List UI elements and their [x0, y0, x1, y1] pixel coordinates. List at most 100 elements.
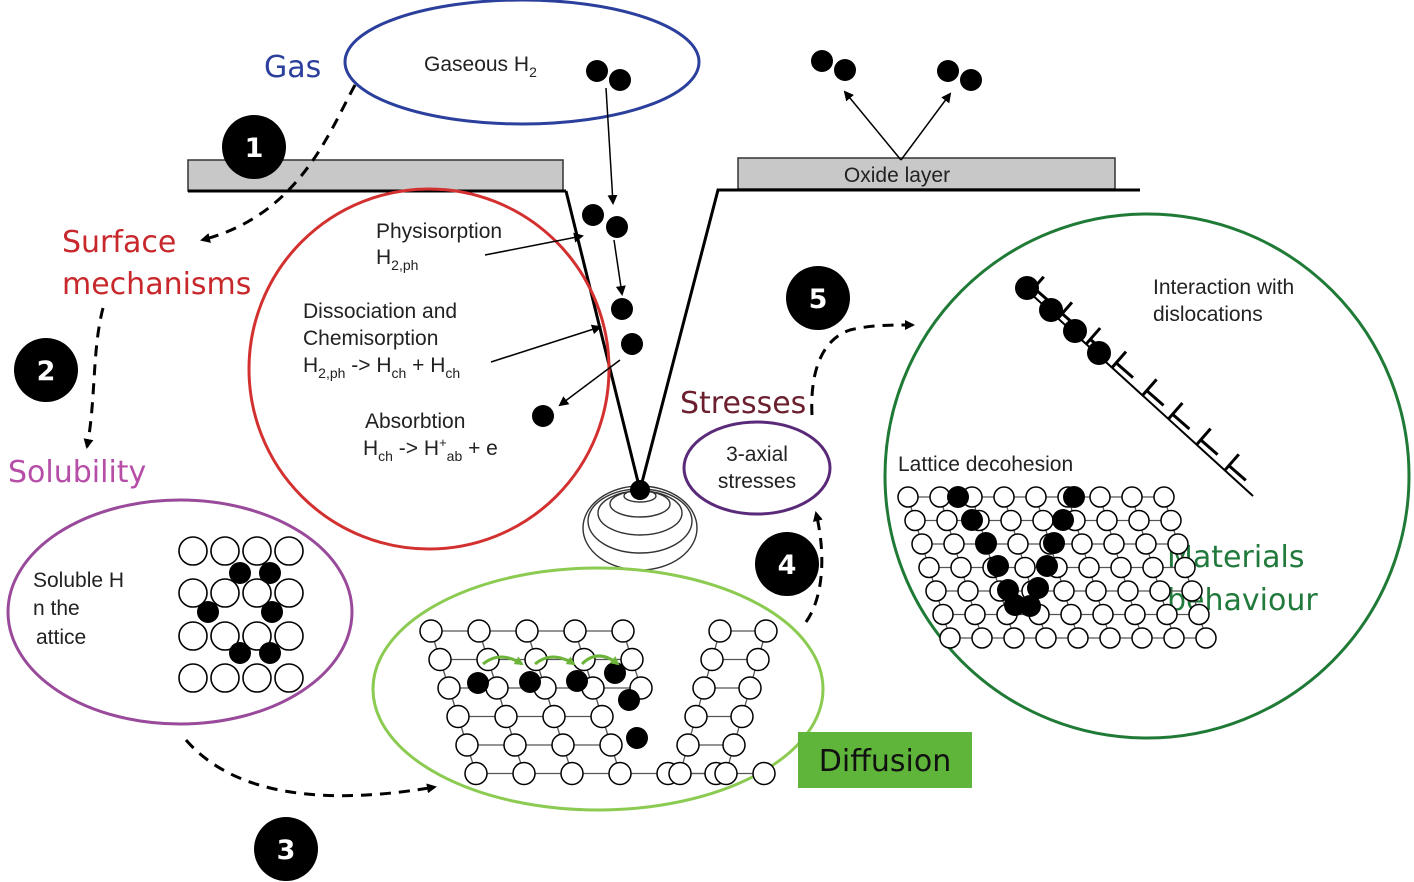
- interstitial-h-atom: [197, 601, 219, 623]
- lattice-atom: [722, 733, 746, 757]
- materials-behaviour-circle: [883, 212, 1411, 740]
- hydrogen-atom: [519, 671, 541, 693]
- lattice-atom: [714, 761, 738, 786]
- lattice-atom: [738, 676, 762, 700]
- lattice-atom: [668, 761, 692, 786]
- lattice-atom: [904, 509, 926, 532]
- dislocation-symbol: [1116, 362, 1134, 379]
- lattice-atom: [1000, 509, 1022, 532]
- stresses-region: Stresses 3-axial stresses: [680, 386, 832, 516]
- hydrogen-atom: [1052, 509, 1074, 531]
- lattice-atom: [1153, 486, 1175, 508]
- hydrogen-atom: [1027, 577, 1049, 599]
- surface-mechanisms-region: Surface mechanisms Physisorption H2,ph D…: [62, 187, 643, 551]
- lattice-atom: [1149, 580, 1171, 602]
- solubility-lattice: [178, 536, 304, 693]
- trapped-h-atom: [1063, 319, 1087, 343]
- gaseous-h2-label: Gaseous H2: [424, 53, 537, 80]
- lattice-atom: [957, 580, 979, 602]
- lattice-atom: [242, 663, 272, 693]
- lattice-atom: [1110, 556, 1132, 579]
- lattice-atom: [590, 704, 614, 729]
- step-3-badge: 3: [254, 817, 318, 881]
- lattice-atom: [1014, 556, 1036, 579]
- lattice-atom: [563, 619, 587, 643]
- lattice-atom: [1025, 486, 1047, 508]
- lattice-atom: [611, 619, 635, 643]
- dislocation-symbol: [1141, 378, 1158, 397]
- desorbing-h2-molecule-icon: [811, 50, 982, 91]
- lattice-atom: [274, 663, 304, 693]
- h2-molecule-icon: [586, 60, 631, 91]
- interstitial-h-atom: [229, 562, 251, 584]
- lattice-atom: [676, 733, 700, 757]
- lattice-atom: [730, 704, 754, 729]
- lattice-atom: [1195, 627, 1217, 649]
- diffusion-label-box: [798, 732, 972, 788]
- soluble-h-label-line3: attice: [36, 626, 86, 649]
- lattice-atom: [1092, 603, 1114, 626]
- lattice-atom: [437, 676, 461, 700]
- lattice-atom: [620, 647, 644, 672]
- lattice-atom: [178, 536, 208, 566]
- step-1-badge: 1: [222, 115, 286, 179]
- solubility-ellipse: [6, 498, 354, 726]
- hydrogen-atom: [987, 555, 1009, 577]
- lattice-atom: [274, 621, 304, 651]
- lattice-atom: [503, 733, 527, 757]
- lattice-atom: [1163, 627, 1185, 649]
- lattice-atom: [1128, 509, 1150, 532]
- hydrogen-atom: [604, 662, 626, 684]
- trapped-h-atom: [1039, 298, 1063, 322]
- lattice-atom: [684, 704, 708, 729]
- absorption-formula: Hch -> H+ab + e: [363, 435, 498, 464]
- lattice-atom: [939, 627, 961, 649]
- svg-text:1: 1: [245, 133, 264, 164]
- absorption-label: Absorbtion: [365, 410, 465, 433]
- lattice-atom: [1156, 603, 1178, 626]
- lattice-atom: [428, 647, 452, 672]
- lattice-atom: [242, 536, 272, 566]
- diffusion-heading: Diffusion: [819, 744, 951, 779]
- lattice-atom: [1035, 627, 1057, 649]
- lattice-atom: [700, 647, 724, 672]
- lattice-atom: [932, 603, 954, 626]
- lattice-atom: [210, 578, 240, 608]
- step-2-badge: 2: [14, 338, 78, 402]
- hydrogen-atom: [566, 670, 588, 692]
- materials-behaviour-region: Materials behaviour Interaction with dis…: [883, 212, 1411, 740]
- lattice-atom: [1085, 580, 1107, 602]
- lattice-atom: [1089, 486, 1111, 508]
- lattice-atom: [925, 580, 947, 602]
- lattice-atom: [210, 663, 240, 693]
- lattice-atom: [572, 647, 596, 672]
- dislocation-symbol: [1172, 413, 1191, 431]
- lattice-atom: [1174, 556, 1196, 579]
- lattice-atom: [419, 619, 443, 643]
- right-oxide-plate: [737, 157, 1116, 190]
- diffusion-region: Diffusion: [371, 566, 972, 812]
- dissociation-label: Dissociation and: [303, 300, 457, 323]
- lattice-atom: [1067, 627, 1089, 649]
- lattice-atom: [551, 733, 575, 757]
- gas-region: Gas Gaseous H2: [264, 0, 982, 205]
- dislocation-symbol: [1200, 439, 1219, 456]
- crack-outline: [564, 188, 738, 491]
- lattice-atom: [1003, 627, 1025, 649]
- diffusion-hop-arrows: [482, 654, 620, 666]
- lattice-atom: [542, 704, 566, 729]
- hydrogen-atom: [947, 486, 969, 508]
- lattice-atom: [494, 704, 518, 729]
- lattice-atom: [464, 761, 488, 786]
- triaxial-stresses-line2: stresses: [718, 470, 796, 493]
- lattice-atom: [971, 627, 993, 649]
- dislocation-symbol: [1195, 427, 1212, 446]
- lattice-atom: [918, 556, 940, 579]
- lattice-atom: [512, 761, 536, 786]
- diffusion-lattice: [419, 619, 778, 786]
- decohesion-lattice: [897, 486, 1217, 649]
- absorbed-h-atom-icon: [532, 405, 554, 427]
- chemisorption-formula: H2,ph -> Hch + Hch: [303, 354, 460, 381]
- physisorption-label: Physisorption: [376, 220, 502, 243]
- dislocation-symbol: [1228, 465, 1247, 482]
